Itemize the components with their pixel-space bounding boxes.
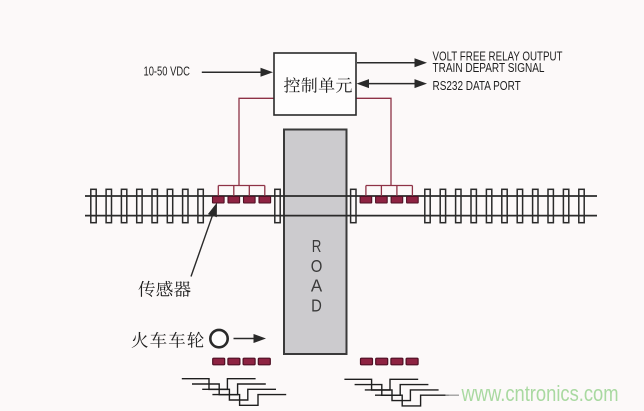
- cjk-glyph: [138, 280, 155, 297]
- wheel-dash: [242, 357, 256, 366]
- arrow-head: [207, 202, 217, 218]
- railway-tie: [578, 188, 585, 224]
- road-letter-a: A: [311, 276, 323, 296]
- watermark: www.cntronics.com: [461, 381, 619, 406]
- wheel-sensor: [359, 195, 373, 204]
- cjk-glyph: [131, 331, 148, 348]
- power-input: 10-50 VDC: [144, 64, 273, 78]
- wheel-dash: [390, 357, 404, 366]
- power-input-arrow: [201, 67, 273, 77]
- pulse-waveform: [364, 389, 439, 402]
- railway-tie: [516, 188, 524, 224]
- railway-tie: [151, 188, 159, 224]
- road-letter-d: D: [311, 296, 322, 316]
- sensor-callout: 传感器: [138, 202, 217, 297]
- railway-tie: [135, 188, 143, 224]
- arrow-shaft: [190, 213, 214, 277]
- railway-tie: [454, 188, 462, 224]
- rs232-port-label: RS232 DATA PORT: [433, 78, 521, 93]
- arrow-head: [260, 67, 273, 77]
- cjk-glyph: [283, 77, 300, 93]
- wheel-dash: [359, 357, 374, 366]
- control-unit: 控制单元: [273, 52, 357, 116]
- cjk-glyph: [156, 280, 173, 297]
- railway-tie: [562, 188, 570, 224]
- pulse-waveform: [212, 393, 287, 406]
- wheel-sensor: [406, 195, 419, 204]
- arrow-head: [356, 79, 369, 89]
- railway-tie: [274, 188, 281, 224]
- relay-output-label-line2: TRAIN DEPART SIGNAL: [433, 60, 545, 75]
- cjk-glyph: [150, 331, 167, 348]
- wheel-sensor: [390, 195, 404, 204]
- sensor-wiring: [217, 97, 414, 197]
- wire-feed-left: [238, 97, 274, 186]
- cjk-glyph: [318, 77, 335, 93]
- relay-output-label-line1: VOLT FREE RELAY OUTPUT: [433, 49, 563, 64]
- train-wheel-circle: [209, 328, 230, 349]
- wheel-sensor: [227, 195, 241, 204]
- railway-tie: [439, 188, 447, 224]
- wheel-dash: [257, 357, 271, 366]
- control-unit-label-glyphs: [283, 77, 352, 93]
- wheel-sensor: [375, 195, 388, 204]
- wheel-dash: [375, 357, 389, 366]
- wheel-dash: [405, 357, 419, 366]
- railway-tie: [424, 188, 431, 224]
- railway-tie: [531, 188, 539, 224]
- arrow-head: [253, 334, 266, 343]
- arrow-head: [414, 79, 427, 89]
- outputs: VOLT FREE RELAY OUTPUT TRAIN DEPART SIGN…: [356, 49, 563, 93]
- wire-feed-right: [356, 97, 392, 186]
- sensor-pulse-waveforms: [181, 378, 459, 407]
- wheel-dash: [227, 357, 241, 366]
- relay-output-arrow: [357, 58, 427, 68]
- railway-track: [85, 188, 597, 224]
- railway-tie: [105, 188, 113, 224]
- road-letter-o: O: [311, 256, 323, 276]
- control-unit-box: [273, 52, 357, 116]
- train-direction-arrow: [233, 334, 266, 343]
- cjk-glyph: [301, 77, 317, 93]
- road-surface: [283, 128, 348, 355]
- train-wheel-label-glyphs: [131, 331, 204, 348]
- wheel-sensors: [211, 195, 419, 204]
- wheel-sensor: [258, 195, 272, 204]
- road-band: R O A D: [283, 128, 348, 355]
- wheel-sensor: [211, 195, 225, 204]
- cjk-glyph: [335, 77, 352, 93]
- railway-tie: [470, 188, 478, 224]
- rs232-bidirectional-arrow: [356, 79, 427, 89]
- railway-tie: [349, 188, 357, 224]
- railway-tie: [90, 188, 97, 224]
- railway-tie: [485, 188, 493, 224]
- railway-tie: [120, 188, 128, 224]
- pulse-waveform: [375, 394, 449, 407]
- wheel-position-dashes: [212, 357, 419, 366]
- railway-tie: [197, 188, 205, 224]
- train-wheel-callout: 火车车轮: [131, 328, 266, 349]
- railway-tie: [166, 188, 174, 224]
- cjk-glyph: [168, 331, 186, 348]
- arrow-head: [414, 58, 427, 68]
- wheel-sensor: [242, 195, 256, 204]
- road-label: R O A D: [311, 236, 323, 316]
- wheel-dash: [212, 357, 226, 366]
- sensor-callout-arrow: [190, 202, 217, 277]
- cjk-glyph: [187, 331, 204, 348]
- sensor-callout-glyphs: [138, 280, 191, 297]
- road-letter-r: R: [312, 236, 322, 256]
- power-input-label: 10-50 VDC: [144, 64, 190, 78]
- railway-tie: [501, 188, 508, 224]
- pulse-waveform: [202, 388, 276, 401]
- railway-tie: [547, 188, 555, 224]
- railway-tie: [181, 188, 189, 224]
